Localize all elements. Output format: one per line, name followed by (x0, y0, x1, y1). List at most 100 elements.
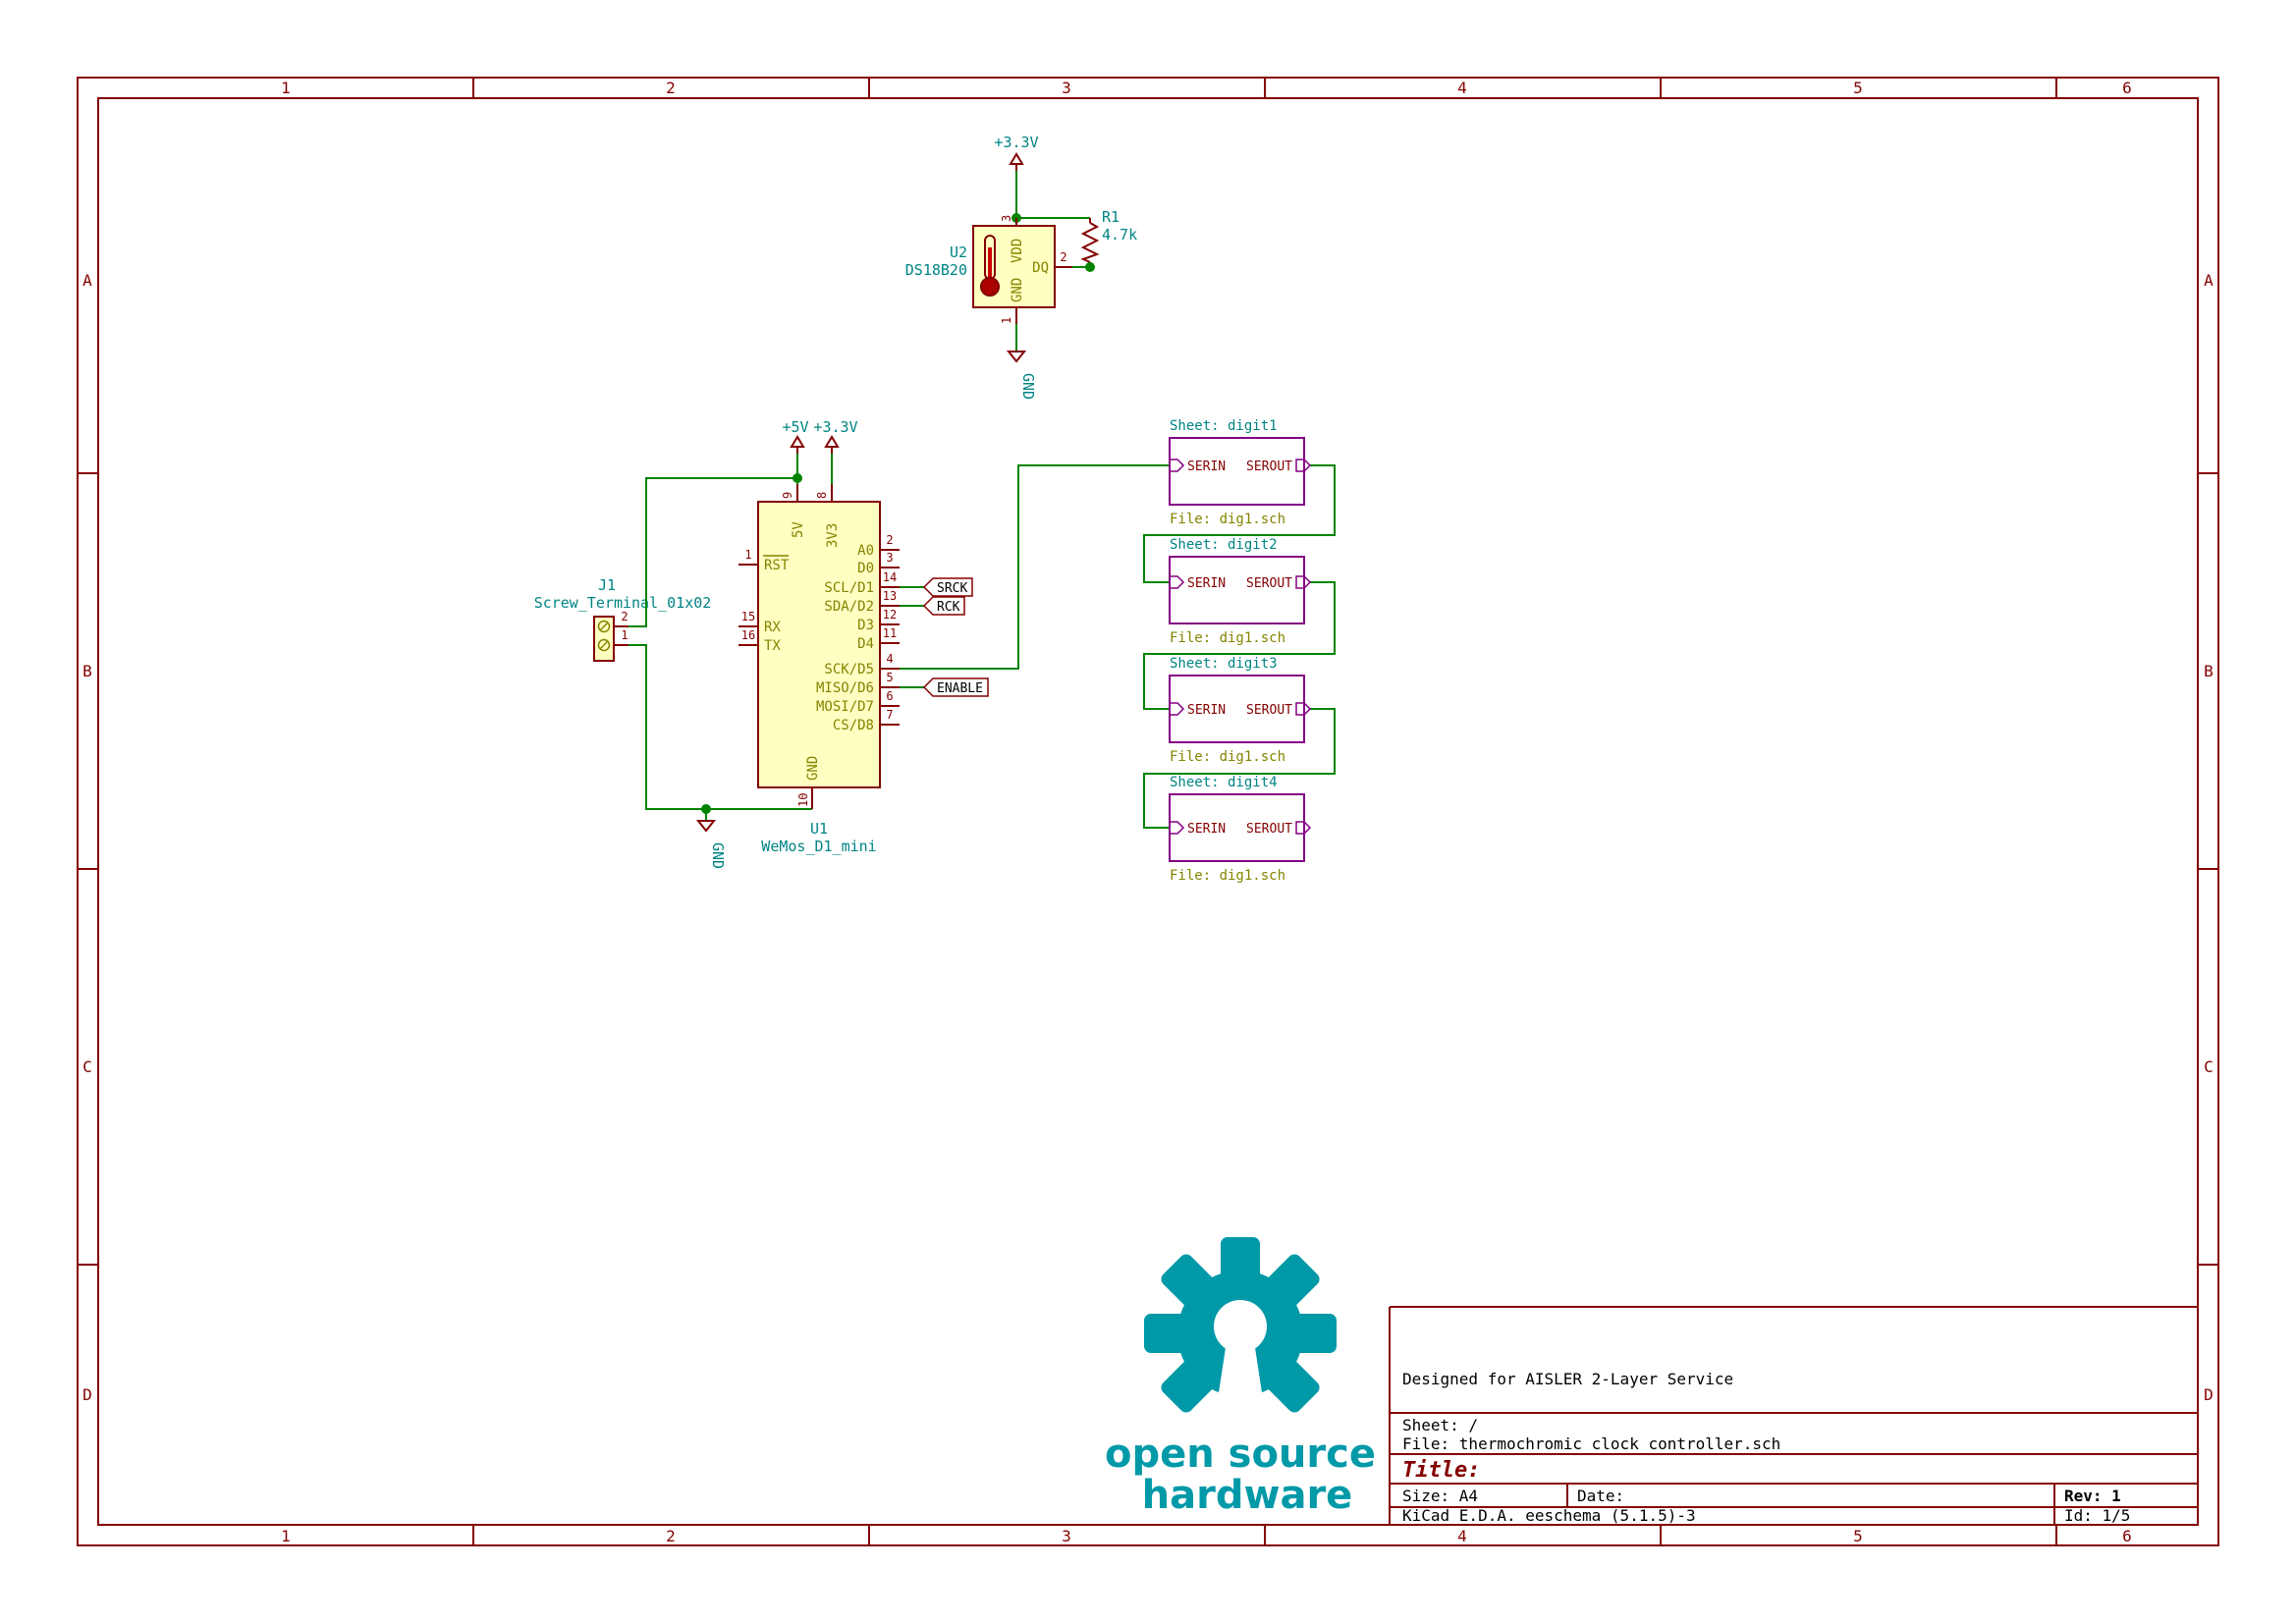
u1-pin-name: D4 (857, 636, 874, 652)
gnd-arrow-icon (1006, 351, 1027, 363)
oshw-logo-text-line2: hardware (1142, 1473, 1353, 1518)
power-flag-gnd-sensor[interactable]: GND (1006, 351, 1037, 400)
u1-pin-number: 3 (886, 551, 893, 565)
global-label-rck[interactable]: RCK (922, 596, 965, 616)
sheet-name: Sheet: digit4 (1170, 775, 1278, 790)
u1-pin10-number: 10 (796, 793, 810, 807)
oshw-logo-text-line1: open source (1105, 1432, 1376, 1477)
power-arrow-icon (1009, 152, 1024, 165)
u2-pin-vdd-name: VDD (1010, 239, 1025, 263)
grid-ref: 6 (2122, 1527, 2132, 1545)
sheet-pin-in-label: SERIN (1187, 822, 1226, 837)
u1-pin-number: 13 (883, 589, 897, 603)
u1-pin-name: SCL/D1 (824, 580, 874, 596)
sheet-digit3[interactable]: Sheet: digit3 File: dig1.sch SERIN SEROU… (1169, 656, 1312, 765)
grid-ref: B (2204, 662, 2214, 680)
grid-ref: 2 (666, 79, 676, 97)
u1-pin-gnd-name: GND (805, 756, 821, 781)
u1-pin-number: 12 (883, 608, 897, 622)
u2-pin3-number: 3 (1000, 215, 1013, 222)
u1-pin9-number: 9 (781, 492, 794, 499)
power-flag-gnd-main[interactable]: GND (695, 820, 727, 869)
power-arrow-icon (790, 435, 805, 448)
wire-j1-to-gnd[interactable] (629, 644, 812, 821)
r1-resistor[interactable]: R1 4.7k (1080, 208, 1137, 267)
u1-pin-number: 2 (886, 533, 893, 547)
sheet-pin-in-label: SERIN (1187, 460, 1226, 474)
titleblock-sheet: Sheet: / (1402, 1416, 1478, 1434)
j1-body (593, 616, 615, 662)
grid-refs: 1 2 3 4 5 6 1 2 3 4 5 6 A B C D A B C D (82, 79, 2214, 1545)
sheet-digit2[interactable]: Sheet: digit2 File: dig1.sch SERIN SEROU… (1169, 537, 1312, 646)
power-flag-5v[interactable]: +5V (782, 418, 809, 454)
sheet-box (1169, 556, 1305, 624)
u2-pin-gnd-name: GND (1010, 278, 1025, 302)
u1-pin1-number: 1 (744, 548, 751, 562)
sheet-digit4[interactable]: Sheet: digit4 File: dig1.sch SERIN SEROU… (1169, 775, 1312, 884)
titleblock-id: Id: 1/5 (2064, 1506, 2130, 1525)
sheet-pin-out-label: SEROUT (1246, 822, 1292, 837)
wire-j1-to-5v[interactable] (629, 477, 797, 627)
wire-digit1-to-digit2[interactable] (1143, 464, 1336, 583)
power-label-3v3: +3.3V (813, 418, 857, 436)
thermometer-icon (980, 235, 1000, 297)
global-label-text: ENABLE (937, 681, 983, 696)
grid-ref: 2 (666, 1527, 676, 1545)
grid-ref: 4 (1457, 1527, 1467, 1545)
gnd-arrow-icon (695, 820, 717, 833)
gnd-label: GND (1019, 373, 1037, 400)
j1-value: Screw_Terminal_01x02 (534, 594, 712, 612)
u1-pin-name: SDA/D2 (824, 599, 874, 615)
power-flag-3v3-sensor[interactable]: +3.3V (994, 134, 1039, 171)
grid-ref: D (2204, 1385, 2214, 1404)
titleblock-file: File: thermochromic clock controller.sch (1402, 1434, 1780, 1453)
global-label-enable[interactable]: ENABLE (922, 677, 989, 697)
sheet-file: File: dig1.sch (1170, 749, 1285, 765)
global-label-flag-icon (922, 596, 965, 616)
sheet-digit1[interactable]: Sheet: digit1 File: dig1.sch SERIN SEROU… (1169, 418, 1312, 527)
power-label-3v3: +3.3V (994, 134, 1038, 151)
u1-pin-number: 7 (886, 708, 893, 722)
oshw-logo: open source hardware (1105, 1237, 1376, 1518)
sheet-pin-in-label: SERIN (1187, 703, 1226, 718)
u1-pin-name: CS/D8 (833, 718, 874, 733)
u1-right-pin-stubs (880, 549, 900, 726)
u2-pin2-number: 2 (1060, 250, 1066, 264)
global-label-text: SRCK (937, 581, 967, 596)
u1-pin-rst-name: RST (764, 558, 790, 573)
u1-value: WeMos_D1_mini (761, 838, 876, 855)
sheet-file: File: dig1.sch (1170, 512, 1285, 527)
wire-5v[interactable] (793, 454, 802, 484)
wire-3v3-sensor[interactable] (1011, 171, 1090, 223)
u1-pin-name: D0 (857, 561, 874, 576)
wire-digit3-to-digit4[interactable] (1143, 708, 1336, 829)
global-label-text: RCK (937, 600, 960, 615)
j1-ref: J1 (598, 576, 616, 594)
global-label-flag-icon (922, 577, 973, 597)
u1-pin-name: SCK/D5 (824, 662, 874, 677)
wire-digit2-to-digit3[interactable] (1143, 581, 1336, 710)
sheet-pin-out-label: SEROUT (1246, 576, 1292, 591)
power-flag-3v3-mcu[interactable]: +3.3V (813, 418, 858, 454)
titleblock-comment: Designed for AISLER 2-Layer Service (1402, 1370, 1733, 1388)
oshw-gear-icon (1144, 1237, 1337, 1413)
screw-icon (597, 620, 611, 652)
u1-pin-name: A0 (857, 543, 874, 559)
u1-pin-number: 14 (883, 570, 897, 584)
grid-ref: 3 (1062, 79, 1071, 97)
sheet-name: Sheet: digit2 (1170, 537, 1278, 553)
sheet-pin-out-icon (1295, 821, 1312, 835)
global-label-srck[interactable]: SRCK (922, 577, 973, 597)
wire-sck-to-digit1[interactable] (900, 464, 1170, 670)
u1-pin-name: MISO/D6 (816, 680, 874, 696)
u1-wemos-symbol[interactable]: 9 8 5V 3V3 1 15 16 RST RX TX 10 GND 2 3 … (738, 484, 900, 855)
sheet-pin-in-label: SERIN (1187, 576, 1226, 591)
grid-ref: A (82, 271, 92, 290)
u1-pin-3v3-name: 3V3 (825, 523, 841, 548)
sheet-pin-in-icon (1169, 821, 1185, 835)
j1-screw-terminal[interactable]: J1 Screw_Terminal_01x02 2 1 (534, 576, 712, 662)
gnd-label: GND (709, 842, 727, 869)
u2-ds18b20-symbol[interactable]: 3 2 1 VDD GND DQ U2 DS18B20 (905, 215, 1072, 324)
grid-ref: 1 (281, 79, 291, 97)
grid-ref: A (2204, 271, 2214, 290)
